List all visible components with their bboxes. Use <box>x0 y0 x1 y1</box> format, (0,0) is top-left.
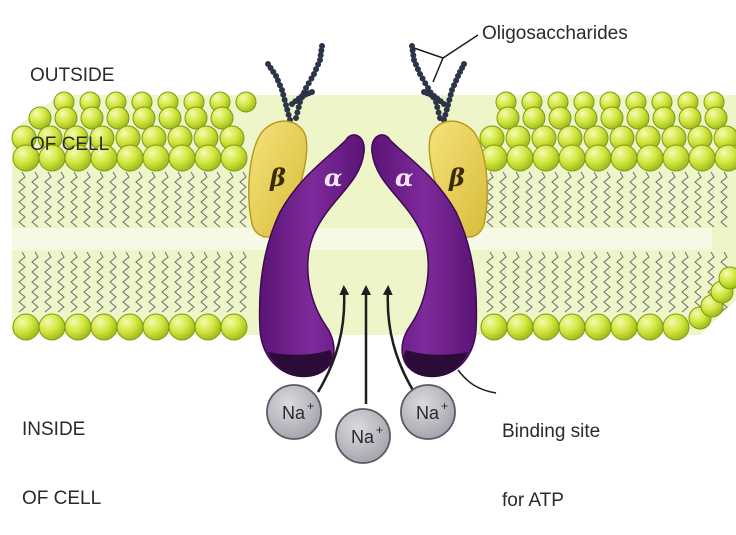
sugar-bead <box>283 102 289 108</box>
sugar-bead <box>265 61 271 67</box>
lipid-head <box>481 314 507 340</box>
lipid-head <box>575 107 597 129</box>
ion-symbol: Na <box>351 427 375 447</box>
sugar-bead <box>461 61 467 67</box>
lipid-head <box>559 145 585 171</box>
lipid-head <box>637 314 663 340</box>
oligosaccharide-pointer-line-1 <box>414 35 478 58</box>
sugar-bead <box>446 97 452 103</box>
sodium-ion-left: Na + <box>267 385 321 439</box>
ion-symbol: Na <box>282 403 306 423</box>
lipid-head <box>91 314 117 340</box>
lipid-head <box>653 107 675 129</box>
lipid-head <box>133 107 155 129</box>
sugar-bead <box>286 112 292 118</box>
lipid-head <box>221 314 247 340</box>
lipid-head <box>507 314 533 340</box>
alpha-label-right: α <box>395 163 413 192</box>
lipid-head <box>549 107 571 129</box>
lipid-head <box>236 92 256 112</box>
lipid-head <box>719 267 736 289</box>
oligosaccharides-label: Oligosaccharides <box>482 22 628 45</box>
lipid-head <box>679 107 701 129</box>
lipid-head <box>221 145 247 171</box>
sugar-bead <box>294 110 300 116</box>
inside-of-cell-label: INSIDE OF CELL <box>22 372 101 533</box>
lipid-head <box>169 145 195 171</box>
sugar-bead <box>434 104 440 110</box>
ion-charge: + <box>376 423 383 437</box>
lipid-head <box>507 145 533 171</box>
lipid-head <box>185 107 207 129</box>
beta-label-left: β <box>269 163 286 192</box>
sugar-bead <box>309 89 315 95</box>
lipid-head <box>559 314 585 340</box>
lipid-head <box>663 145 689 171</box>
sugar-bead <box>282 97 288 103</box>
lipid-head <box>611 145 637 171</box>
sodium-ion-right: Na + <box>401 385 455 439</box>
ion-charge: + <box>307 399 314 413</box>
binding-label-line-2: for ATP <box>502 489 600 512</box>
lipid-head <box>585 314 611 340</box>
lipid-head <box>13 314 39 340</box>
inside-label-line-2: OF CELL <box>22 487 101 510</box>
atp-binding-site-label: Binding site for ATP <box>502 374 600 535</box>
lipid-head <box>523 107 545 129</box>
lipid-head <box>689 145 715 171</box>
lipid-head <box>117 314 143 340</box>
lipid-head <box>211 107 233 129</box>
sugar-bead <box>421 89 427 95</box>
sugar-bead <box>436 110 442 116</box>
sugar-bead <box>319 43 325 49</box>
lipid-head <box>533 314 559 340</box>
lipid-head <box>159 107 181 129</box>
oligosaccharide-pointer-line-2 <box>433 58 443 82</box>
lipid-head <box>715 145 736 171</box>
alpha-label-left: α <box>324 163 342 192</box>
lipid-head <box>663 314 689 340</box>
lipid-head <box>195 145 221 171</box>
ion-charge: + <box>441 399 448 413</box>
sugar-bead <box>293 115 299 121</box>
sugar-bead <box>442 112 448 118</box>
sodium-ion-center: Na + <box>336 409 390 463</box>
outside-label-line-2: OF CELL <box>30 133 114 156</box>
membrane-midline <box>12 228 712 250</box>
outside-label-line-1: OUTSIDE <box>30 64 114 87</box>
lipid-head <box>195 314 221 340</box>
lipid-head <box>601 107 623 129</box>
lipid-head <box>497 107 519 129</box>
lipid-head <box>705 107 727 129</box>
sodium-potassium-pump-diagram: β α α β Na + Na + Na + OUTSIDE OF CELL I… <box>0 0 736 466</box>
lipid-head <box>117 145 143 171</box>
lipid-head <box>611 314 637 340</box>
lipid-head <box>143 145 169 171</box>
beta-label-right: β <box>448 163 465 192</box>
binding-label-line-1: Binding site <box>502 420 600 443</box>
lipid-head <box>65 314 91 340</box>
inside-label-line-1: INSIDE <box>22 418 101 441</box>
sugar-bead <box>296 104 302 110</box>
binding-site-pointer-line <box>458 370 496 393</box>
lipid-head <box>637 145 663 171</box>
lipid-head <box>169 314 195 340</box>
lipid-head <box>143 314 169 340</box>
lipid-head <box>39 314 65 340</box>
lipid-head <box>627 107 649 129</box>
ion-symbol: Na <box>416 403 440 423</box>
sugar-bead <box>437 115 443 121</box>
lipid-head <box>533 145 559 171</box>
outside-of-cell-label: OUTSIDE OF CELL <box>30 18 114 179</box>
lipid-head <box>585 145 611 171</box>
